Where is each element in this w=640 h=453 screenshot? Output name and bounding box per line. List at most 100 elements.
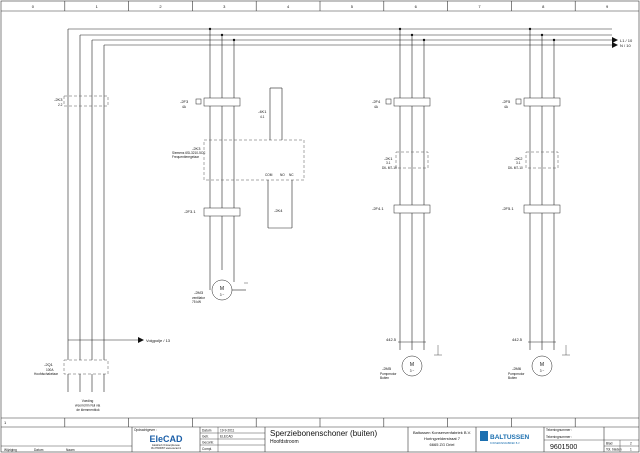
d2-contactor-type: DIL M7-10 <box>382 166 397 170</box>
d3-contactor-sub: 3.1 <box>516 161 521 165</box>
column-number: 9 <box>606 4 609 9</box>
tb-rev-header-1: Wijziging <box>4 448 17 452</box>
baltussen-brand-sub: KONSERVENFABRIEK B.V. <box>490 442 520 445</box>
row-label: 1 <box>4 420 7 425</box>
d2-junction-3 <box>422 38 426 42</box>
d2-contactor-sub: 3.1 <box>386 161 391 165</box>
drawing-no-label-2: Tekeningnummer : <box>546 435 572 439</box>
supply-note-line3: de klemmenblok <box>76 408 100 412</box>
arrow-n-icon <box>612 42 618 48</box>
d1-breaker-handle-icon <box>195 98 202 105</box>
d1-breaker <box>203 97 241 107</box>
d2-breaker-sub: 4A <box>374 105 379 109</box>
d3-contactor-type: DIL M7-10 <box>508 166 523 170</box>
sheet-value: 2 <box>630 442 632 446</box>
main-switch-sub: 2.2 <box>58 103 63 107</box>
d2-motor-phase: 3 ~ <box>410 369 415 373</box>
d2-breaker-handle-icon <box>385 98 392 105</box>
crossref-label: Volgpolje / 13 <box>146 338 171 343</box>
d3-motor-phase: 3 ~ <box>540 369 545 373</box>
d1-filter <box>203 207 241 217</box>
d1-inverter-text-1: Siemens 6SL3210-5CC <box>172 151 206 155</box>
d1-motor-text-2: 75 kW <box>192 300 201 304</box>
supply-feeder: -2K3 2.2 Volgpolje / 13 -2Q1 100A Hoofds… <box>34 29 171 412</box>
aux-nc: NC <box>289 173 294 177</box>
d2-motor-text-1: Pompmotor <box>380 372 397 376</box>
column-number: 3 <box>223 4 226 9</box>
d2-motor-icon <box>401 355 423 377</box>
d1-motor-text-1: ventilator <box>192 296 206 300</box>
d1-inverter-box <box>203 139 305 181</box>
tb-client-label: Opdrachtgever : <box>134 428 157 432</box>
column-number: 7 <box>478 4 481 9</box>
crossref-arrow-icon <box>138 337 144 343</box>
drawing-title: Sperziebonenschoner (buiten) <box>270 429 378 438</box>
d3-filter <box>523 204 561 214</box>
d1-junction-3 <box>232 38 236 42</box>
d3-breaker <box>523 97 561 107</box>
d3-junction-2 <box>540 33 544 37</box>
column-number: 2 <box>159 4 162 9</box>
bus-label-n: N / 10 <box>620 43 631 48</box>
d3-motor-id: 442.5 <box>512 337 523 342</box>
supply-switch-text: Hoofdschakelaar <box>34 372 59 376</box>
d3-motor-icon <box>531 355 553 377</box>
d2-contactor-tag: -2K1 <box>384 156 393 161</box>
column-number: 5 <box>351 4 354 9</box>
d1-breaker-sub: 4A <box>182 105 187 109</box>
tb-meta-label-3: Gecontr. <box>202 441 214 445</box>
supply-switch-group <box>63 359 109 375</box>
supply-switch-tag: -2Q1 <box>44 362 54 367</box>
drive-3: -2F5 4A -2K2 3.1 DIL M7-10 -2F5.1 442.5 … <box>502 27 570 380</box>
baltussen-brand: BALTUSSEN <box>490 434 530 441</box>
baltussen-logo-icon <box>480 431 488 441</box>
busbar: L1 / 10 N / 10 <box>68 28 633 48</box>
aux-tag: -2K4 <box>274 208 283 213</box>
d1-junction-1 <box>208 27 212 31</box>
main-switch-group <box>63 95 109 107</box>
aux-com: COM <box>265 173 273 177</box>
d3-motor-letter: M <box>540 362 544 368</box>
tb-rev-header-2: Datum <box>34 448 44 452</box>
d2-motor-tag: -2M5 <box>382 366 392 371</box>
d1-motor-letter: M <box>220 286 224 292</box>
d3-motor-text-1: Pompmotor <box>508 372 525 376</box>
d2-breaker-tag: -2F4 <box>372 99 381 104</box>
drawing-number: 9601500 <box>550 444 577 451</box>
d3-filter-tag: -2F5.1 <box>502 206 514 211</box>
d2-junction-1 <box>398 27 402 31</box>
column-number: 8 <box>542 4 545 9</box>
d3-motor-text-2: Buiten <box>508 376 517 380</box>
supply-note-line1: Voeding <box>82 399 94 403</box>
d2-breaker <box>393 97 431 107</box>
d3-breaker-sub: 4A <box>504 105 509 109</box>
sheets-value: 1 <box>630 448 632 452</box>
d3-motor-tag: -2M6 <box>512 366 522 371</box>
drive-1: -2F3 4A -2K3 Siemens 6SL3210-5CC Frequen… <box>172 27 305 304</box>
column-number: 4 <box>287 4 290 9</box>
relay-tag: -4K1 <box>258 109 267 114</box>
title-block: Wijziging Datum Naam Opdrachtgever : Ele… <box>1 427 639 452</box>
sheet-label: Blad <box>606 442 613 446</box>
d1-filter-tag: -2F3.1 <box>184 209 196 214</box>
sheets-label: Tot. bladen <box>606 448 622 452</box>
d2-filter-tag: -2F4.1 <box>372 206 384 211</box>
d1-motor-phase: 3 ~ <box>220 293 225 297</box>
drive-2: -2F4 4A -2K1 3.1 DIL M7-10 -2F4.1 442.5 … <box>372 27 442 380</box>
d2-junction-2 <box>410 33 414 37</box>
elecad-logo-sub-2: 06-37833057 www.elecad.nl <box>151 447 182 450</box>
column-number: 6 <box>415 4 418 9</box>
tb-meta-label-2: Getr. <box>202 435 209 439</box>
drawing-subtitle: Hoofdstroom <box>270 439 299 445</box>
d3-contactor-group <box>525 151 559 169</box>
arrow-l3-icon <box>612 37 618 43</box>
d2-motor-letter: M <box>410 362 414 368</box>
d1-inverter-tag: -2K3 <box>192 146 201 151</box>
supply-switch-sub: 100A <box>46 368 54 372</box>
tb-meta-label-4: Compl. <box>202 447 212 451</box>
d3-junction-3 <box>552 38 556 42</box>
tb-meta-value-2: ELECAD <box>220 435 233 439</box>
